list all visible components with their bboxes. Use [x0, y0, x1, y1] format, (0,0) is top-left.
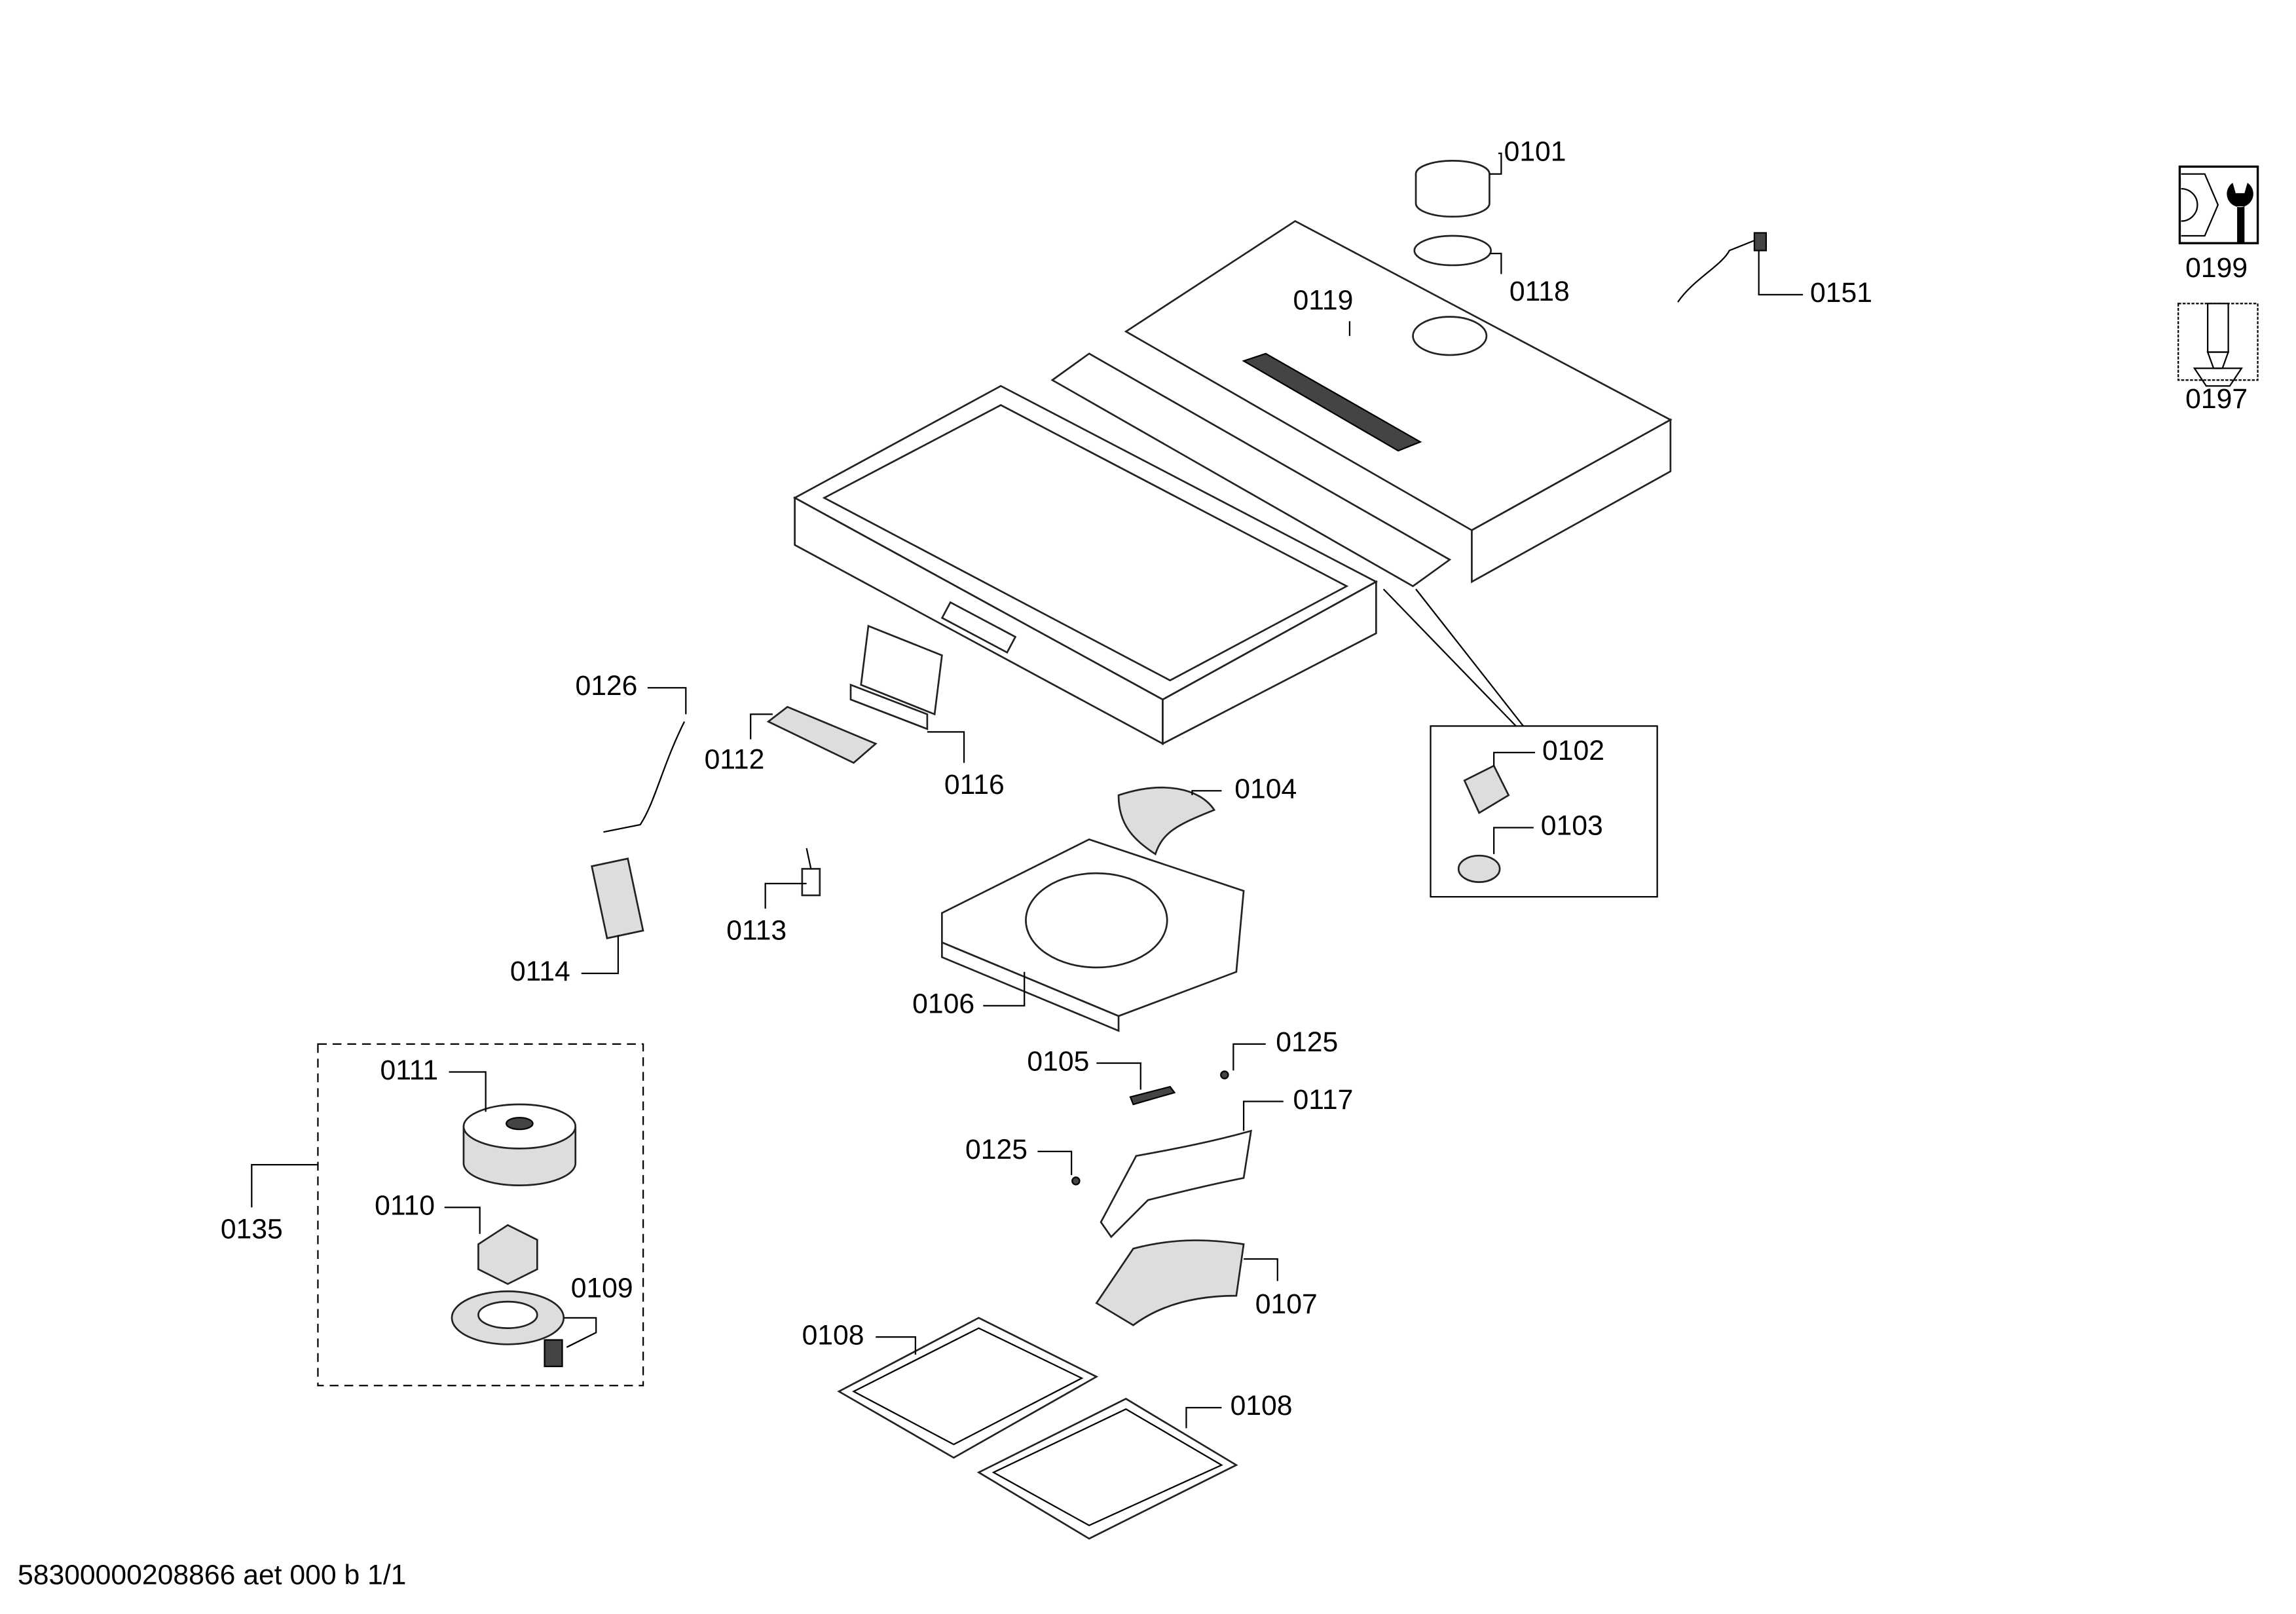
detail-box [1430, 725, 1658, 898]
motor-kit-dashed-box [317, 1043, 644, 1387]
duct-part [1100, 1129, 1252, 1239]
part-label-0135[interactable]: 0135 [221, 1214, 283, 1245]
air-guide-part [1117, 787, 1216, 856]
document-footer: 58300000208866 aet 000 b 1/1 [18, 1560, 406, 1591]
screw-part [1220, 1070, 1229, 1079]
hood-housing-part [792, 385, 1379, 745]
nut-wrench-icon[interactable] [2178, 165, 2259, 244]
screw-part [1071, 1176, 1081, 1186]
clip-part [1129, 1085, 1176, 1106]
motor-part [477, 1224, 538, 1285]
part-label-0108[interactable]: 0108 [1231, 1390, 1293, 1421]
capacitor-part [801, 848, 821, 897]
part-label-0101[interactable]: 0101 [1504, 136, 1566, 167]
part-label-0105[interactable]: 0105 [1027, 1045, 1089, 1077]
control-module-part [766, 705, 878, 764]
part-label-0126[interactable]: 0126 [575, 670, 637, 702]
fan-wheel-part [462, 1103, 577, 1186]
bracket-part [849, 624, 943, 730]
part-label-0108[interactable]: 0108 [802, 1319, 864, 1351]
fan-housing-part [941, 838, 1245, 1032]
part-label-0110[interactable]: 0110 [375, 1190, 435, 1222]
part-label-0119[interactable]: 0119 [1293, 284, 1354, 316]
duct-adapter-part [1095, 1239, 1245, 1326]
front-strip-part [1050, 352, 1452, 588]
part-label-0116[interactable]: 0116 [944, 769, 1005, 800]
part-label-0111[interactable]: 0111 [380, 1055, 438, 1086]
part-label-0113[interactable]: 0113 [726, 914, 787, 946]
grease-filter-part [976, 1397, 1238, 1540]
part-label-0112[interactable]: 0112 [705, 744, 765, 776]
air-outlet-ring-part [1413, 160, 1492, 267]
part-label-0107[interactable]: 0107 [1255, 1288, 1318, 1320]
part-label-0117[interactable]: 0117 [1293, 1084, 1354, 1116]
leader-lines [251, 153, 1804, 1429]
part-label-0106[interactable]: 0106 [912, 988, 974, 1020]
cable-harness-part [603, 721, 686, 833]
power-cable-part [1677, 232, 1768, 303]
part-label-0109[interactable]: 0109 [571, 1272, 633, 1304]
screw-icon[interactable] [2177, 303, 2259, 387]
circuit-board-part [591, 857, 644, 939]
part-label-0125[interactable]: 0125 [965, 1134, 1028, 1165]
knob-part [1457, 854, 1501, 883]
part-label-0125[interactable]: 0125 [1276, 1026, 1338, 1058]
part-label-0151[interactable]: 0151 [1810, 277, 1872, 309]
part-label-0197[interactable]: 0197 [2185, 383, 2248, 415]
part-label-0114[interactable]: 0114 [510, 956, 570, 987]
part-label-0103[interactable]: 0103 [1541, 810, 1603, 842]
motor-base-part [451, 1290, 565, 1368]
grease-filter-part [837, 1317, 1099, 1459]
part-label-0199[interactable]: 0199 [2185, 252, 2248, 284]
part-label-0102[interactable]: 0102 [1542, 735, 1604, 766]
part-label-0118[interactable]: 0118 [1509, 276, 1570, 307]
part-label-0104[interactable]: 0104 [1234, 774, 1297, 805]
top-cover-part [1124, 219, 1673, 584]
switch-part [1463, 764, 1510, 814]
